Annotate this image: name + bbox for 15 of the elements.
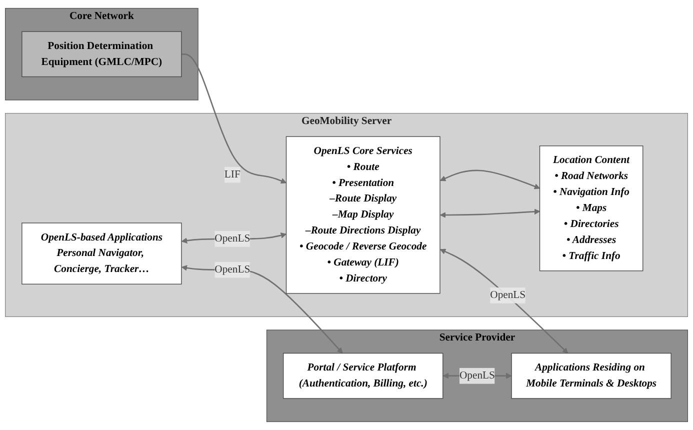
node-box: Portal / Service Platform (Authentication, Billing, etc.) [283, 352, 444, 399]
edge-label: LIF [224, 168, 240, 180]
node-box: OpenLS Core Services • Route • Presentation –Route Display –Map Display –Route Directions Display • Geocode / Reverse Geocode • Gateway (LIF) • Directory [286, 136, 440, 294]
arrow [181, 54, 287, 184]
node-box: Applications Residing on Mobile Terminals & Desktops [511, 352, 672, 399]
arrow [440, 208, 540, 218]
edge-label: OpenLS [214, 264, 250, 276]
edge-label: OpenLS [490, 289, 526, 301]
edge-label: OpenLS [459, 370, 495, 382]
node-box: OpenLS-based Applications Personal Navigator, Concierge, Tracker… [22, 222, 182, 284]
node-box: Position Determination Equipment (GMLC/MPC) [22, 31, 182, 78]
edge-label: OpenLS [214, 232, 250, 244]
arrow [440, 248, 568, 354]
node-box: Location Content • Road Networks • Navigation Info • Maps • Directories • Addresses • Traffic Info [539, 146, 644, 272]
arrow [440, 170, 540, 190]
